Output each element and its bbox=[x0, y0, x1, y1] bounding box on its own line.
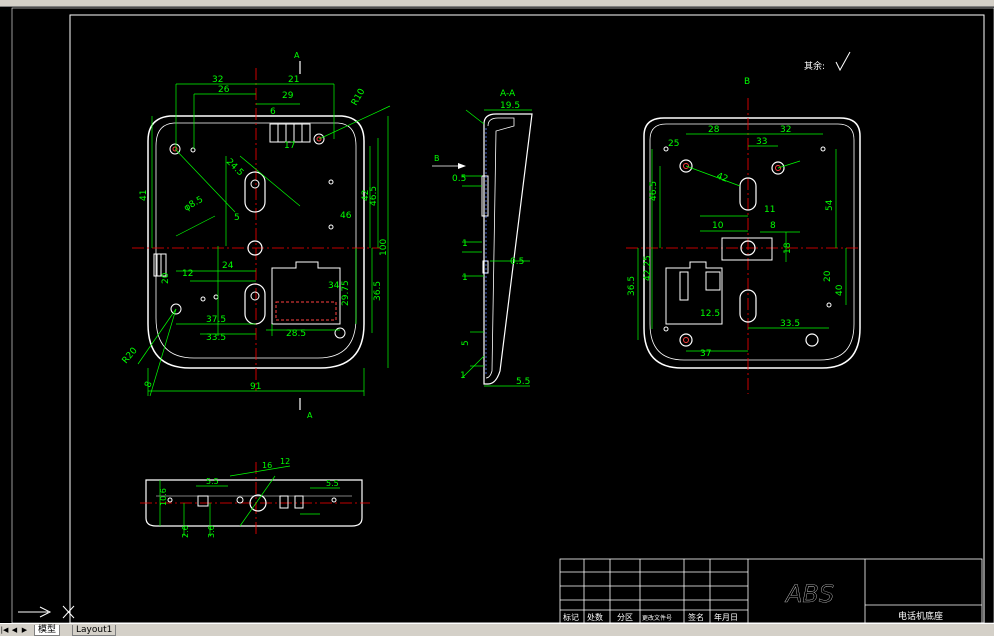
section-title: A-A bbox=[500, 89, 516, 99]
dim-back-28: 28 bbox=[708, 125, 720, 135]
front-slot-top bbox=[244, 171, 266, 213]
part-name: 电话机底座 bbox=[898, 610, 943, 622]
dim-front-46: 46 bbox=[340, 211, 352, 221]
tb-header-0: 标记 bbox=[563, 612, 579, 622]
dim-front-100: 100 bbox=[379, 239, 389, 256]
dim-back-36-5: 36.5 bbox=[627, 276, 637, 296]
dim-bottom-12: 12 bbox=[280, 457, 290, 466]
dim-back-20: 20 bbox=[823, 270, 833, 282]
dim-front-28-5: 28.5 bbox=[286, 329, 306, 339]
tb-header-3: 更改文件号 bbox=[642, 614, 672, 622]
dim-back-37: 37 bbox=[700, 349, 711, 359]
dim-front-20: 20 bbox=[161, 272, 171, 284]
dim-front-91: 91 bbox=[250, 382, 261, 392]
tab-first-icon[interactable]: |◀ bbox=[0, 626, 9, 634]
dim-back-18: 18 bbox=[783, 242, 793, 254]
tab-layout1[interactable]: Layout1 bbox=[72, 625, 117, 636]
dim-sec-5-5: 5.5 bbox=[516, 377, 530, 387]
dim-front-phi8-5: φ8.5 bbox=[183, 195, 206, 214]
dim-front-5: 5 bbox=[234, 213, 240, 223]
dim-front-17: 17 bbox=[284, 141, 295, 151]
back-keyhole-bottom bbox=[739, 289, 757, 323]
drawing-canvas[interactable]: 32 26 21 29 6 R10 41 42 46.5 100 46 φ8.5… bbox=[0, 6, 994, 623]
dim-front-r10: R10 bbox=[350, 87, 368, 108]
dim-back-42: 42 bbox=[715, 171, 729, 184]
tb-header-2: 分区 bbox=[617, 613, 633, 622]
dim-bottom-16: 16 bbox=[262, 461, 272, 470]
material-text: ABS bbox=[784, 580, 834, 608]
dim-sec-19-5: 19.5 bbox=[500, 101, 520, 111]
dim-bottom-5-5: 5.5 bbox=[206, 477, 219, 486]
dim-back-33: 33 bbox=[756, 137, 767, 147]
dim-front-33-5: 33.5 bbox=[206, 333, 226, 343]
dim-back-42-25: 42.25 bbox=[643, 255, 653, 281]
dim-front-21: 21 bbox=[288, 75, 299, 85]
dim-back-8: 8 bbox=[770, 221, 776, 231]
tab-next-icon[interactable]: ▶ bbox=[21, 626, 28, 634]
dim-front-42: 42 bbox=[361, 190, 371, 201]
dim-back-46-5: 46.5 bbox=[649, 181, 659, 201]
layout-tab-bar: |◀ ◀ ▶ 模型 Layout1 bbox=[0, 623, 994, 636]
dim-back-11: 11 bbox=[764, 205, 775, 215]
dim-front-32: 32 bbox=[212, 75, 223, 85]
back-view: B 28 32 33 25 42 46.5 54 36.5 42.25 40 2… bbox=[626, 51, 861, 394]
title-block bbox=[559, 558, 983, 623]
dim-front-12: 12 bbox=[182, 269, 193, 279]
dim-back-40: 40 bbox=[835, 284, 845, 296]
view-b-label: B bbox=[744, 77, 750, 87]
back-outline bbox=[643, 117, 861, 369]
drawing-frame-inner bbox=[11, 7, 994, 623]
dim-back-10: 10 bbox=[712, 221, 724, 231]
front-slot-bottom bbox=[244, 283, 266, 325]
dim-front-26: 26 bbox=[218, 85, 230, 95]
dim-bottom-5-5b: 5.5 bbox=[326, 479, 339, 488]
section-view: A-A 19.5 0.5 1 0.5 1 5 5.5 1 B bbox=[432, 89, 533, 387]
drawing-frame bbox=[69, 14, 985, 623]
dim-front-8: 8 bbox=[143, 380, 154, 389]
section-profile bbox=[483, 113, 533, 385]
dim-sec-0-5b: 0.5 bbox=[510, 257, 524, 267]
section-label-a-top: A bbox=[294, 51, 300, 60]
dim-front-24-5: 24.5 bbox=[224, 157, 245, 178]
dim-front-36-5: 36.5 bbox=[373, 281, 383, 301]
section-label-a-bottom: A bbox=[307, 411, 313, 420]
dim-front-6: 6 bbox=[270, 107, 276, 117]
ucs-icon bbox=[18, 605, 75, 619]
dim-back-33-5: 33.5 bbox=[780, 319, 800, 329]
tb-header-4: 签名 bbox=[688, 612, 704, 622]
dim-sec-1: 1 bbox=[462, 239, 468, 249]
tb-header-5: 年月日 bbox=[714, 612, 738, 622]
dim-back-12-5: 12.5 bbox=[700, 309, 720, 319]
dim-back-32: 32 bbox=[780, 125, 791, 135]
dim-back-25: 25 bbox=[668, 139, 679, 149]
dim-front-24: 24 bbox=[222, 261, 234, 271]
front-center-hole bbox=[247, 240, 263, 256]
dim-front-46-5: 46.5 bbox=[369, 186, 379, 206]
roughness-note: 其余: bbox=[804, 60, 825, 72]
arrow-b-label: B bbox=[434, 154, 440, 163]
dim-bottom-2-6: 2.6 bbox=[181, 525, 190, 538]
tab-model[interactable]: 模型 bbox=[34, 625, 61, 636]
dim-bottom-10-6: 10.6 bbox=[159, 488, 168, 506]
dim-sec-1c: 1 bbox=[460, 371, 466, 381]
dim-front-r20: R20 bbox=[121, 346, 140, 366]
bottom-view: 10.6 2.6 3.6 5.5 5.5 16 12 bbox=[140, 457, 370, 538]
dim-front-37-5: 37.5 bbox=[206, 315, 226, 325]
dim-front-34: 34 bbox=[328, 281, 340, 291]
dim-sec-0-5: 0.5 bbox=[452, 174, 466, 184]
front-outline bbox=[147, 115, 365, 369]
front-view: 32 26 21 29 6 R10 41 42 46.5 100 46 φ8.5… bbox=[121, 51, 391, 420]
tb-header-1: 处数 bbox=[587, 612, 603, 622]
dim-back-54: 54 bbox=[825, 199, 835, 211]
dim-sec-1b: 1 bbox=[462, 273, 468, 283]
dim-front-41: 41 bbox=[139, 190, 149, 201]
tab-prev-icon[interactable]: ◀ bbox=[11, 626, 18, 634]
dim-front-29: 29 bbox=[282, 91, 294, 101]
back-keyhole-top bbox=[739, 177, 757, 211]
dim-sec-5: 5 bbox=[461, 340, 471, 346]
dim-bottom-3-6: 3.6 bbox=[207, 525, 216, 538]
dim-front-29-75: 29.75 bbox=[341, 280, 351, 306]
toolbar-strip bbox=[0, 0, 994, 7]
roughness-symbol bbox=[835, 51, 851, 72]
